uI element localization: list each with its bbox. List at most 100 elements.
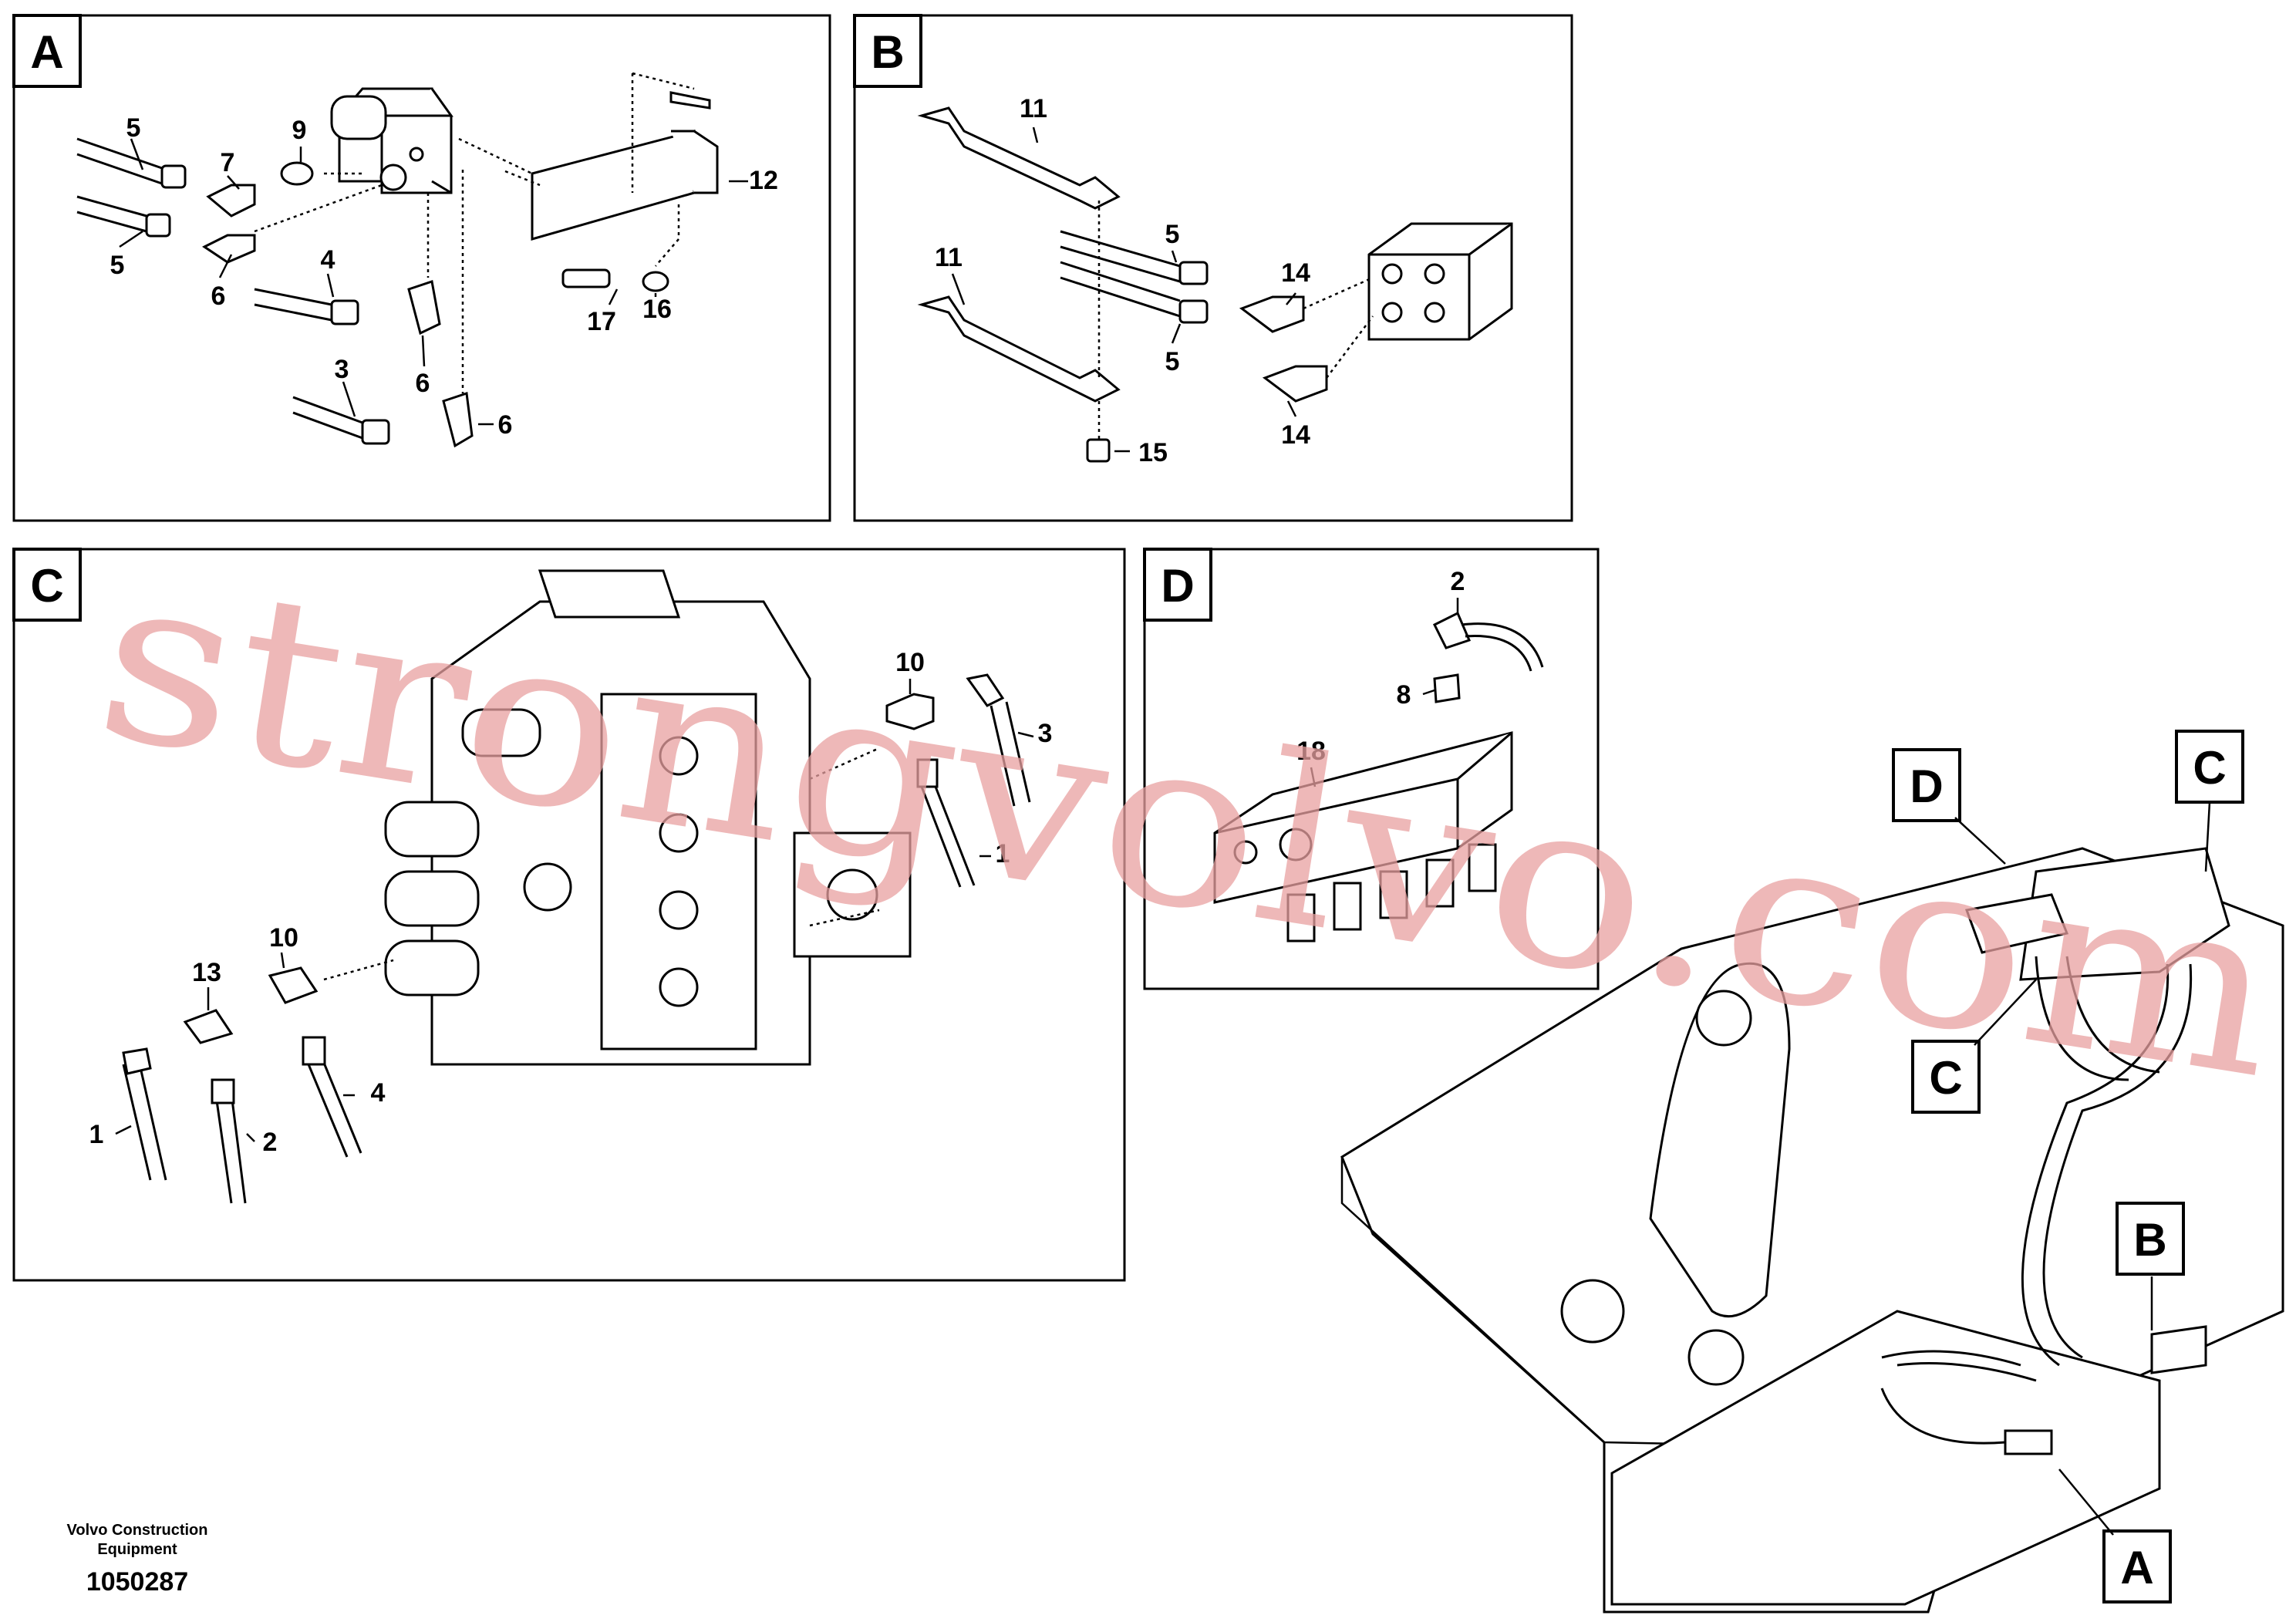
overview-label-b: B — [2133, 1214, 2166, 1266]
hose-5-fitting — [1178, 261, 1209, 285]
footer-drawing-number: 1050287 — [86, 1567, 188, 1597]
callout-c-10: 10 — [269, 923, 298, 953]
callout-c-2: 2 — [263, 1128, 278, 1157]
callout-a-6: 6 — [416, 369, 430, 398]
elbow-3 — [966, 673, 1005, 707]
bolt-17 — [561, 268, 611, 288]
hose-2 — [214, 1093, 247, 1204]
hose-1-end — [916, 758, 939, 788]
callout-c-13: 13 — [192, 958, 221, 987]
callout-c-10: 10 — [895, 648, 925, 677]
callout-b-14: 14 — [1281, 258, 1310, 288]
callout-c-3: 3 — [1038, 719, 1053, 748]
overview-label-c: C — [1929, 1052, 1962, 1104]
tee-13 — [183, 1009, 234, 1044]
callout-a-12: 12 — [749, 166, 778, 195]
panel-d-letter: D — [1161, 560, 1194, 612]
panel-b-letter: B — [871, 26, 904, 78]
overview-label-a: A — [2120, 1542, 2153, 1593]
hose-5-fitting — [160, 164, 187, 189]
panel-c-letter: C — [30, 560, 63, 612]
footer-company-line2: Equipment — [97, 1541, 177, 1558]
hose-4 — [254, 288, 332, 322]
callout-a-3: 3 — [335, 355, 349, 384]
bracket-12 — [531, 130, 696, 241]
hose-4-fitting — [330, 299, 359, 325]
elbow-14 — [1239, 295, 1305, 333]
callout-a-6: 6 — [211, 282, 226, 311]
hose-4 — [307, 1062, 362, 1158]
port — [409, 147, 424, 162]
valve-a-overview — [2004, 1429, 2053, 1455]
callout-a-6: 6 — [498, 410, 513, 440]
washer-16 — [642, 271, 669, 292]
solenoid — [330, 95, 387, 140]
callout-c-1: 1 — [996, 839, 1010, 868]
callout-d-8: 8 — [1397, 680, 1411, 710]
hose-4-end — [302, 1036, 326, 1066]
elbow-6 — [202, 234, 256, 264]
adapter-9 — [280, 161, 314, 186]
callout-a-16: 16 — [642, 295, 672, 324]
adapter-8 — [1433, 673, 1461, 703]
bolt-15 — [1086, 438, 1111, 463]
callout-d-2: 2 — [1451, 567, 1465, 596]
panel-d: D 2 8 18 — [1143, 548, 1600, 990]
tee-13 — [268, 966, 319, 1004]
callout-b-5: 5 — [1165, 347, 1180, 376]
bracket-12-flange — [671, 130, 719, 194]
manifold-overview — [2150, 1325, 2207, 1374]
bracket-11 — [917, 295, 1121, 403]
solenoid-block-18 — [1213, 731, 1513, 943]
elbow-14 — [1262, 365, 1328, 403]
panel-a-letter: A — [30, 26, 63, 78]
callout-c-1: 1 — [89, 1120, 104, 1149]
callout-d-18: 18 — [1296, 737, 1326, 766]
hose-3 — [990, 701, 1031, 807]
solenoid-block-overview — [1964, 893, 2069, 954]
panel-a: A 5 5 7 9 — [12, 14, 831, 522]
callout-a-17: 17 — [587, 307, 616, 336]
footer-company-line1: Volvo Construction — [67, 1522, 208, 1539]
callout-a-7: 7 — [221, 148, 235, 177]
callout-b-14: 14 — [1281, 420, 1310, 450]
main-valve-overview — [2019, 847, 2230, 981]
control-valve — [384, 569, 912, 1066]
hose-5-fitting — [145, 213, 171, 238]
bracket-11 — [917, 106, 1121, 210]
callout-a-5: 5 — [126, 113, 141, 143]
callout-c-4: 4 — [371, 1078, 386, 1108]
bolt — [669, 91, 711, 110]
hose-3-fitting — [361, 419, 390, 445]
panel-b: B 11 11 5 5 14 14 15 — [853, 14, 1573, 522]
hose-3 — [292, 396, 363, 440]
hose-5 — [76, 195, 147, 233]
hose-2 — [1461, 622, 1544, 672]
callout-a-9: 9 — [292, 116, 307, 145]
overview-label-c: C — [2193, 742, 2226, 794]
hose-5-fitting — [1178, 299, 1209, 324]
adapter-10 — [885, 693, 935, 730]
hose-1 — [122, 1060, 167, 1181]
machine-overview: D C C B A — [1340, 730, 2284, 1614]
callout-a-5: 5 — [110, 251, 125, 280]
elbow-7 — [206, 184, 256, 218]
boom-mount — [1649, 962, 1791, 1318]
port — [379, 164, 407, 191]
panel-c: C 10 3 1 — [12, 548, 1126, 1282]
tee-6 — [407, 280, 441, 336]
hose-2-end — [211, 1078, 235, 1104]
callout-b-5: 5 — [1165, 220, 1180, 249]
callout-b-15: 15 — [1138, 438, 1168, 467]
callout-b-11: 11 — [935, 243, 963, 272]
hose-1-end — [122, 1047, 152, 1075]
overview-label-d: D — [1910, 760, 1943, 812]
hose-1 — [920, 786, 976, 888]
elbow-2 — [1432, 611, 1472, 649]
counterweight-frame — [1610, 1310, 2161, 1606]
manifold-block-edge — [1369, 222, 1512, 339]
callout-b-11: 11 — [1020, 94, 1047, 123]
hose-5 — [76, 137, 163, 185]
callout-a-4: 4 — [321, 245, 335, 275]
